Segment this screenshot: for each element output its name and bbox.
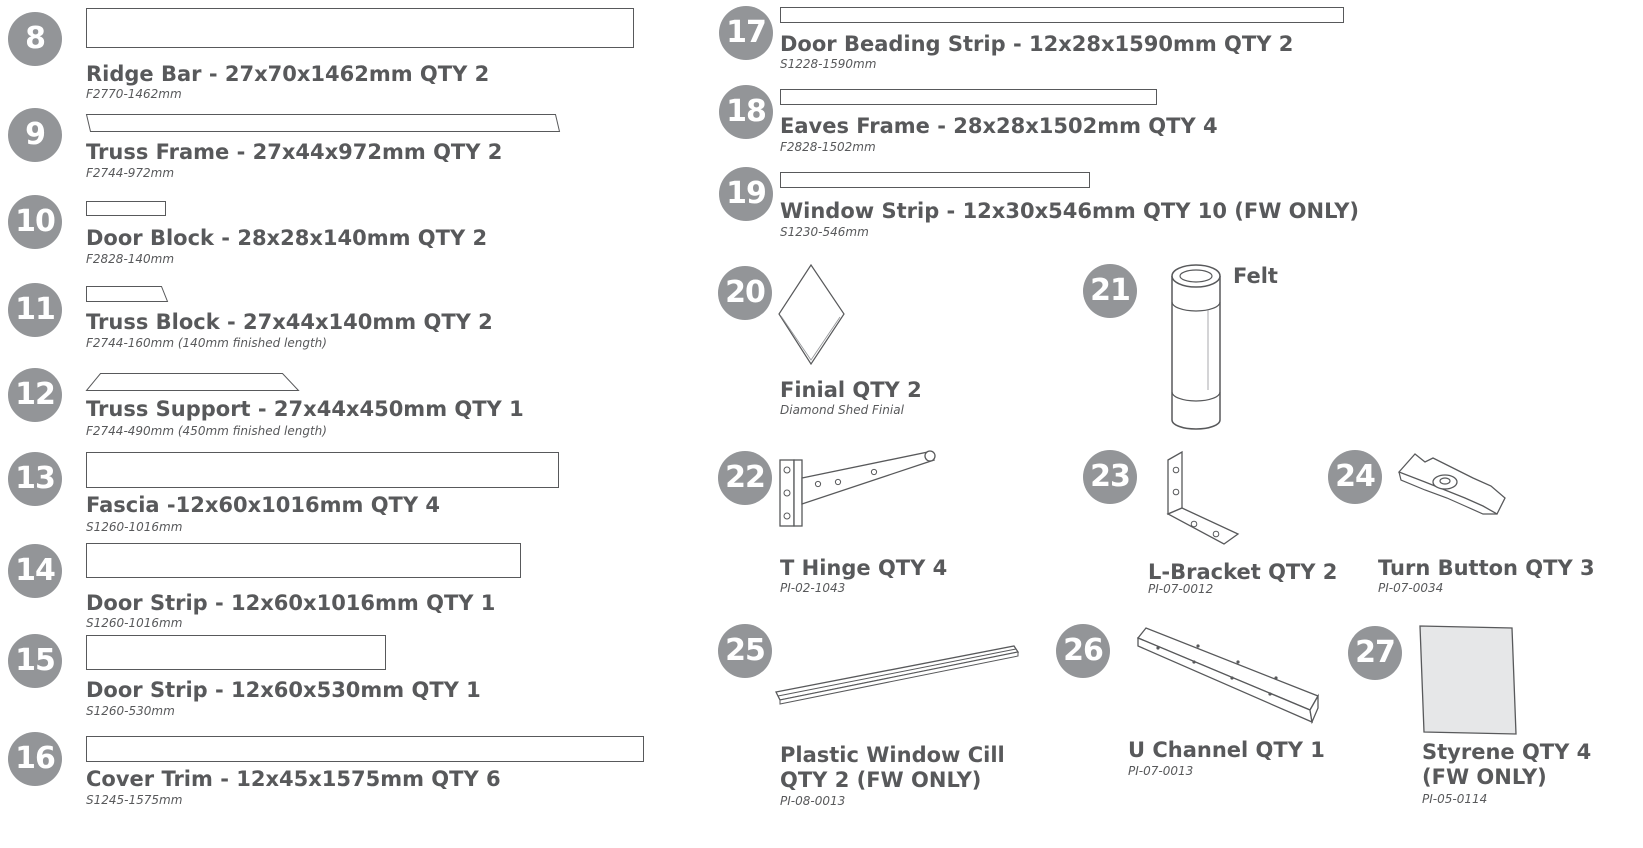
part-number-badge: 26: [1056, 624, 1110, 678]
part-title: Cover Trim - 12x45x1575mm QTY 6: [86, 767, 501, 791]
part-number-badge: 10: [8, 195, 62, 249]
part-title: T Hinge QTY 4: [780, 556, 948, 580]
part-number-badge: 15: [8, 634, 62, 688]
part-title: Ridge Bar - 27x70x1462mm QTY 2: [86, 62, 490, 86]
part-title: Door Strip - 12x60x530mm QTY 1: [86, 678, 481, 702]
part-code: F2828-1502mm: [780, 140, 876, 154]
part-number-badge: 8: [8, 12, 62, 66]
diamond-finial-icon: [778, 263, 845, 366]
truss-support-drawing: [85, 373, 300, 391]
part-number-badge: 24: [1328, 450, 1382, 504]
window-cill-icon: [775, 645, 1020, 705]
eaves-frame-drawing: [780, 89, 1157, 105]
styrene-sheet-icon: [1419, 625, 1517, 735]
part-code: PI-05-0114: [1422, 792, 1488, 806]
part-title: Styrene QTY 4: [1422, 740, 1592, 764]
part-code: S1228-1590mm: [780, 57, 877, 71]
door-strip-long-drawing: [86, 543, 521, 578]
door-strip-short-drawing: [86, 635, 386, 670]
part-number-badge: 9: [8, 108, 62, 162]
part-number-badge: 14: [8, 544, 62, 598]
part-number-badge: 11: [8, 283, 62, 337]
part-title: (FW ONLY): [1422, 765, 1547, 789]
part-title: Door Strip - 12x60x1016mm QTY 1: [86, 591, 496, 615]
truss-block-drawing: [86, 286, 169, 302]
ridge-bar-drawing: [86, 8, 634, 48]
part-number-badge: 16: [8, 732, 62, 786]
part-number-badge: 12: [8, 368, 62, 422]
part-code: PI-02-1043: [780, 581, 846, 595]
cover-trim-drawing: [86, 736, 644, 762]
part-title: Truss Block - 27x44x140mm QTY 2: [86, 310, 493, 334]
part-code: F2744-490mm (450mm finished length): [86, 424, 327, 438]
part-title: L-Bracket QTY 2: [1148, 560, 1338, 584]
part-number-badge: 21: [1083, 264, 1137, 318]
fascia-drawing: [86, 452, 559, 488]
l-bracket-icon: [1166, 450, 1240, 545]
felt-label: Felt: [1233, 264, 1278, 288]
part-number-badge: 19: [719, 167, 773, 221]
part-title: Turn Button QTY 3: [1378, 556, 1595, 580]
part-title: Finial QTY 2: [780, 378, 922, 402]
part-code: S1260-1016mm: [86, 520, 183, 534]
part-number-badge: 23: [1083, 450, 1137, 504]
part-title: Door Block - 28x28x140mm QTY 2: [86, 226, 488, 250]
part-number-badge: 13: [8, 452, 62, 506]
door-beading-strip-drawing: [780, 7, 1344, 23]
part-code: PI-08-0013: [780, 794, 846, 808]
part-code: Diamond Shed Finial: [780, 403, 904, 417]
truss-frame-drawing: [85, 114, 561, 132]
part-title: Plastic Window Cill: [780, 743, 1005, 767]
part-title: Door Beading Strip - 12x28x1590mm QTY 2: [780, 32, 1294, 56]
part-title: U Channel QTY 1: [1128, 738, 1325, 762]
part-code: S1260-530mm: [86, 704, 175, 718]
part-code: PI-07-0013: [1128, 764, 1194, 778]
part-number-badge: 18: [719, 85, 773, 139]
part-title: Truss Frame - 27x44x972mm QTY 2: [86, 140, 503, 164]
part-title: Truss Support - 27x44x450mm QTY 1: [86, 397, 524, 421]
part-number-badge: 22: [718, 451, 772, 505]
part-code: S1260-1016mm: [86, 616, 183, 630]
part-code: F2744-160mm (140mm finished length): [86, 336, 327, 350]
u-channel-icon: [1136, 627, 1319, 725]
door-block-drawing: [86, 201, 166, 216]
part-code: F2770-1462mm: [86, 87, 182, 101]
part-code: F2828-140mm: [86, 252, 175, 266]
felt-roll-icon: [1171, 264, 1221, 430]
part-number-badge: 25: [718, 624, 772, 678]
part-title: Fascia -12x60x1016mm QTY 4: [86, 493, 440, 517]
part-code: F2744-972mm: [86, 166, 175, 180]
t-hinge-icon: [779, 450, 936, 527]
part-code: PI-07-0012: [1148, 582, 1214, 596]
part-number-badge: 17: [719, 6, 773, 60]
part-title: QTY 2 (FW ONLY): [780, 768, 982, 792]
part-code: PI-07-0034: [1378, 581, 1444, 595]
part-number-badge: 27: [1348, 626, 1402, 680]
part-number-badge: 20: [718, 266, 772, 320]
turn-button-icon: [1397, 453, 1506, 515]
part-title: Window Strip - 12x30x546mm QTY 10 (FW ON…: [780, 199, 1360, 223]
part-title: Eaves Frame - 28x28x1502mm QTY 4: [780, 114, 1218, 138]
window-strip-drawing: [780, 172, 1090, 188]
part-code: S1230-546mm: [780, 225, 869, 239]
part-code: S1245-1575mm: [86, 793, 183, 807]
